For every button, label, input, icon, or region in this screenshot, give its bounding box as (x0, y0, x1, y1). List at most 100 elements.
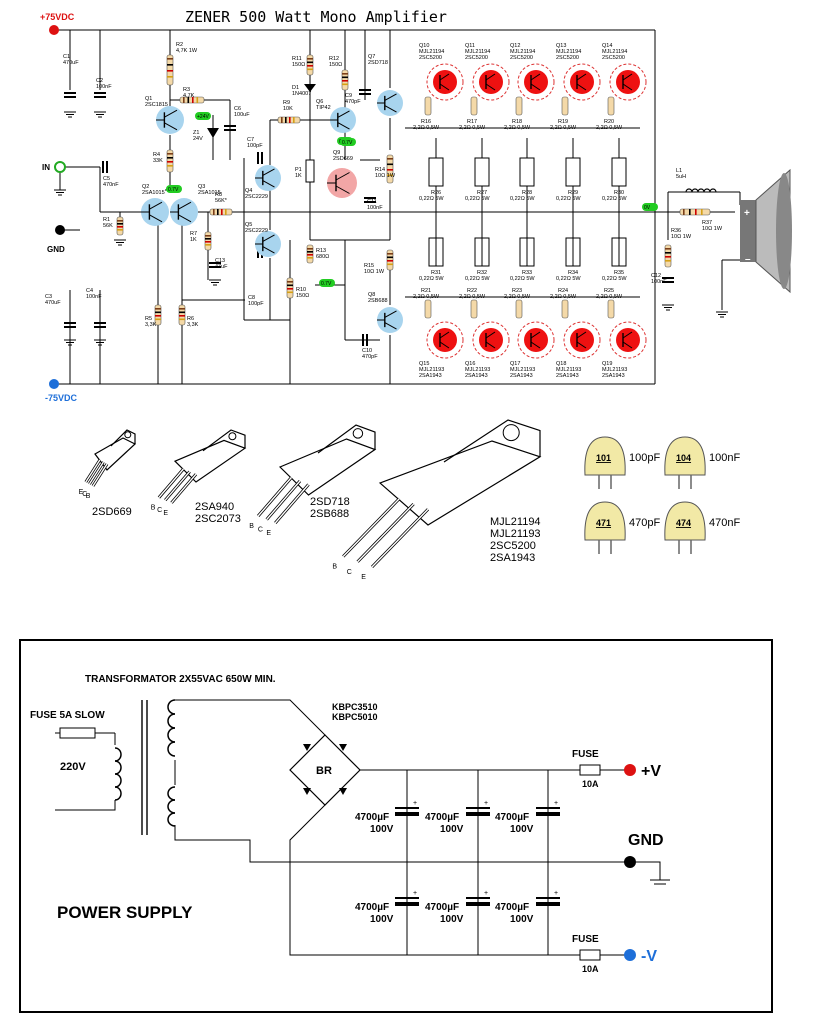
component-ref: C9 (345, 93, 352, 99)
emitter-resistor-ref: R33 (522, 270, 532, 276)
component-ref: Q1 (145, 96, 152, 102)
cap-code: 101 (596, 453, 611, 463)
q8-icon (377, 307, 403, 333)
emitter-resistor-value: 0,22Ω 5W (510, 196, 535, 202)
transistor-part: MJL21194 (602, 49, 627, 55)
gnd-terminal-psu[interactable] (624, 856, 636, 868)
emitter-resistor-ref: R27 (477, 190, 487, 196)
component-ref: Q7 (368, 54, 375, 60)
resistor-icon (341, 69, 349, 91)
bridge-ref: BR (316, 765, 332, 777)
emitter-resistor-value: 0,22Ω 5W (465, 276, 490, 282)
component-r5: R53,3K (145, 316, 157, 328)
base-resistor-value: 2,2Ω 0,5W (459, 294, 486, 300)
resistor-icon (679, 208, 711, 216)
component-ref: C10 (362, 348, 372, 354)
component-value: 470nF (103, 182, 119, 188)
transistor-part-alt: 2SA1943 (465, 373, 488, 379)
resistor-icon (286, 277, 294, 299)
pot-icon (305, 159, 315, 183)
base-resistor-icon (470, 96, 478, 116)
component-ref: R9 (283, 100, 290, 106)
capacitor-icon (362, 334, 368, 346)
ground-icon (64, 111, 76, 118)
component-value: 2SA1015 (198, 190, 221, 196)
component-ref: R6 (187, 316, 194, 322)
component-value: 2SD669 (333, 156, 353, 162)
output-stage-top (424, 63, 647, 212)
component-ref: Q4 (245, 188, 252, 194)
diode-icon (339, 744, 347, 751)
diode-icon (303, 788, 311, 795)
component-ref: D1 (292, 85, 299, 91)
base-resistor-value: 2,2Ω 0,5W (459, 125, 486, 131)
input-terminal[interactable] (54, 161, 66, 173)
gnd-terminal[interactable] (55, 225, 65, 235)
pos-rail-label: +75VDC (40, 12, 75, 22)
component-ref: Q3 (198, 184, 205, 190)
ground-icon (64, 339, 76, 346)
cap-code: 104 (676, 453, 691, 463)
component-ref: R7 (190, 231, 197, 237)
component-value: 1K (295, 173, 302, 179)
package-1 (84, 429, 137, 487)
transistor-part-alt: 2SA1943 (419, 373, 442, 379)
component-value: 470pF (345, 99, 361, 105)
pin-label: E (163, 510, 168, 517)
voltage-tag: 0.7V (319, 279, 335, 287)
mains-label: 220V (60, 761, 86, 773)
vplus-terminal[interactable] (624, 764, 636, 776)
transistor-part: MJL21193 (602, 367, 627, 373)
component-ref: R14 (375, 167, 385, 173)
wire (289, 804, 580, 956)
component-ref: R5 (145, 316, 152, 322)
component-value: 150Ω (329, 62, 342, 68)
psu-cap-voltage: 100V (510, 914, 534, 925)
capacitor-icon (64, 322, 76, 328)
ground-icon (94, 339, 106, 346)
resistor-icon (306, 244, 314, 264)
output-transistor-q13 (561, 63, 601, 212)
base-resistor-value: 2,2Ω 0,5W (550, 125, 577, 131)
pin-label: B (332, 564, 337, 571)
pin-label: E (266, 530, 271, 537)
output-transistor-q19 (607, 212, 647, 359)
vminus-terminal[interactable] (624, 949, 636, 961)
component-ref: R4 (153, 152, 160, 158)
polarity-mark: + (484, 800, 488, 807)
transistor-ref: Q15 (419, 361, 429, 367)
resistor-icon (306, 54, 314, 76)
psu-cap-voltage: 100V (370, 824, 394, 835)
voltage-tag-text: 0.7V (168, 187, 179, 193)
base-resistor-icon (607, 299, 615, 319)
component-ref: R3 (183, 87, 190, 93)
capacitor-icon (466, 902, 490, 906)
component-ref: R11 (292, 56, 302, 62)
q2-icon (141, 198, 169, 226)
polarity-mark: + (413, 890, 417, 897)
base-resistor-value: 2,2Ω 0,5W (596, 125, 623, 131)
component-value: 470uF (45, 300, 61, 306)
component-value: 5uH (676, 174, 686, 180)
package-drawings (84, 419, 542, 569)
component-value: 47uF (215, 264, 228, 270)
component-value: 2SC2229 (245, 194, 268, 200)
q6-icon (330, 107, 356, 133)
transistor-part: MJL21194 (419, 49, 444, 55)
emitter-resistor-value: 0,22Ω 5W (556, 196, 581, 202)
transistor-ref: Q13 (556, 43, 566, 49)
voltage-tag-text: 0V (644, 205, 651, 211)
